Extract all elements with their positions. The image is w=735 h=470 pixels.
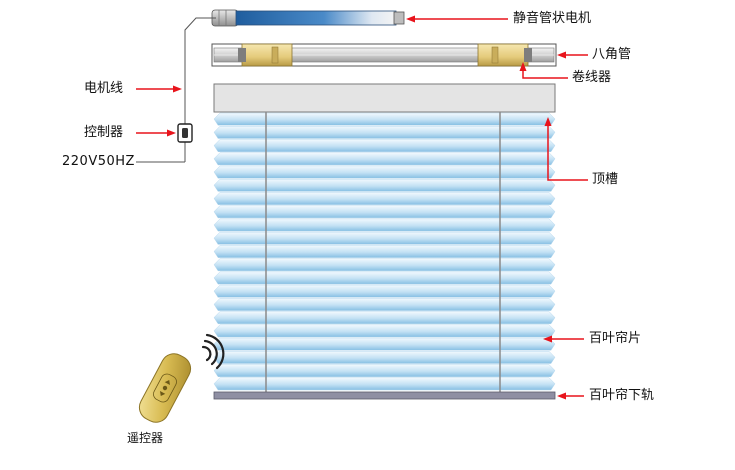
slat [213,298,556,311]
slat [213,258,556,272]
label-power-cable: 电机线 [84,81,124,96]
slat [213,311,556,325]
slat [213,351,556,364]
slat [213,245,556,258]
winder-right [477,43,532,67]
slat [213,324,556,338]
label-bottom-rail: 百叶帘下轨 [589,388,655,403]
label-controller: 控制器 [84,125,124,140]
slat [213,139,556,152]
callout-arrows [136,15,588,400]
slat [213,271,556,285]
head-rail [213,83,556,113]
slat [213,218,556,232]
controller-box-icon [177,123,193,143]
slat [213,205,556,219]
slat [213,231,556,245]
remote-control-icon [138,353,192,423]
tubular-motor [211,9,405,27]
power-wire [184,17,216,124]
slat [213,125,556,139]
slat [213,192,556,205]
slat [213,377,556,391]
label-remote: 遥控器 [127,431,164,445]
slats [213,112,556,391]
label-head-rail: 顶槽 [592,172,619,187]
slat [213,112,556,126]
slat [213,337,556,351]
wireless-signal-icon [201,333,225,370]
slat [213,178,556,192]
winder-left [238,43,293,67]
slat [213,284,556,298]
label-octagonal-tube: 八角管 [592,47,632,62]
octagonal-tube [211,43,557,67]
label-power-spec: 220V50HZ [62,154,135,169]
label-winder: 卷线器 [572,70,612,85]
slat [213,364,556,378]
slat [213,152,556,166]
slat [213,165,556,179]
label-motor: 静音管状电机 [513,11,592,26]
label-slats: 百叶帘片 [589,331,642,346]
bottom-rail [213,391,556,400]
